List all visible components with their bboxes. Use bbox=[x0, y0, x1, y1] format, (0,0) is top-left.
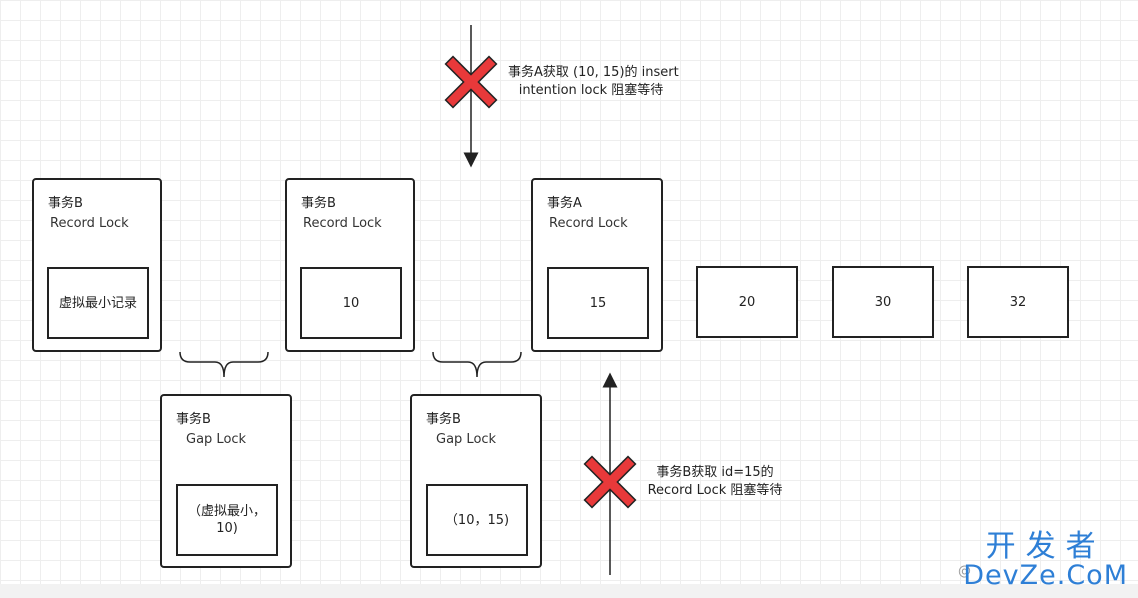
gap-range: （虚拟最小， 10) bbox=[176, 484, 278, 556]
record-value: 10 bbox=[300, 267, 402, 339]
box-lock-type: Record Lock bbox=[50, 216, 129, 231]
record-value-text: 虚拟最小记录 bbox=[58, 295, 137, 311]
box-title: 事务A bbox=[547, 196, 582, 211]
right-brace bbox=[432, 351, 522, 378]
watermark-en: DevZe.CoM bbox=[963, 560, 1128, 591]
gap-lock-box-right: 事务B Gap Lock （10，15) bbox=[410, 394, 542, 568]
record-value-text: 30 bbox=[874, 294, 892, 310]
box-lock-type: Record Lock bbox=[303, 216, 382, 231]
record-value-text: 10 bbox=[342, 295, 360, 311]
gap-range-line1: （虚拟最小， bbox=[187, 504, 266, 519]
gap-range-line2: 10) bbox=[216, 521, 238, 536]
gap-range-line1: （10，15) bbox=[444, 512, 510, 528]
record-value: 15 bbox=[547, 267, 649, 339]
box-title: 事务B bbox=[176, 412, 211, 427]
record-box-32: 32 bbox=[967, 266, 1069, 338]
record-lock-box-10: 事务B Record Lock 10 bbox=[285, 178, 415, 352]
gap-lock-box-left: 事务B Gap Lock （虚拟最小， 10) bbox=[160, 394, 292, 568]
gap-range: （10，15) bbox=[426, 484, 528, 556]
bottom-annotation-line1: 事务B获取 id=15的 bbox=[656, 465, 774, 480]
top-annotation-line2: intention lock 阻塞等待 bbox=[518, 83, 664, 98]
top-annotation: 事务A获取 (10, 15)的 insert intention lock 阻塞… bbox=[508, 64, 679, 100]
footer-bar bbox=[0, 584, 1138, 598]
bottom-annotation-line2: Record Lock 阻塞等待 bbox=[647, 483, 783, 498]
bottom-cross-icon bbox=[583, 455, 637, 509]
record-box-20: 20 bbox=[696, 266, 798, 338]
left-brace bbox=[179, 351, 269, 378]
bottom-annotation: 事务B获取 id=15的 Record Lock 阻塞等待 bbox=[640, 464, 790, 500]
box-title: 事务B bbox=[426, 412, 461, 427]
watermark-logo: 开发者 DevZe.CoM bbox=[963, 529, 1128, 591]
box-lock-type: Gap Lock bbox=[436, 432, 497, 447]
watermark-cn: 开发者 bbox=[985, 529, 1106, 564]
record-value-text: 20 bbox=[738, 294, 756, 310]
record-value-text: 15 bbox=[589, 295, 607, 311]
box-title: 事务B bbox=[301, 196, 336, 211]
box-lock-type: Record Lock bbox=[549, 216, 628, 231]
record-value-text: 32 bbox=[1009, 294, 1027, 310]
author-at: @ bbox=[958, 564, 971, 579]
top-annotation-line1: 事务A获取 (10, 15)的 insert bbox=[508, 65, 679, 80]
record-box-30: 30 bbox=[832, 266, 934, 338]
box-lock-type: Gap Lock bbox=[186, 432, 247, 447]
record-lock-box-min: 事务B Record Lock 虚拟最小记录 bbox=[32, 178, 162, 352]
record-lock-box-15: 事务A Record Lock 15 bbox=[531, 178, 663, 352]
box-title: 事务B bbox=[48, 196, 83, 211]
record-value: 虚拟最小记录 bbox=[47, 267, 149, 339]
top-cross-icon bbox=[444, 55, 498, 109]
